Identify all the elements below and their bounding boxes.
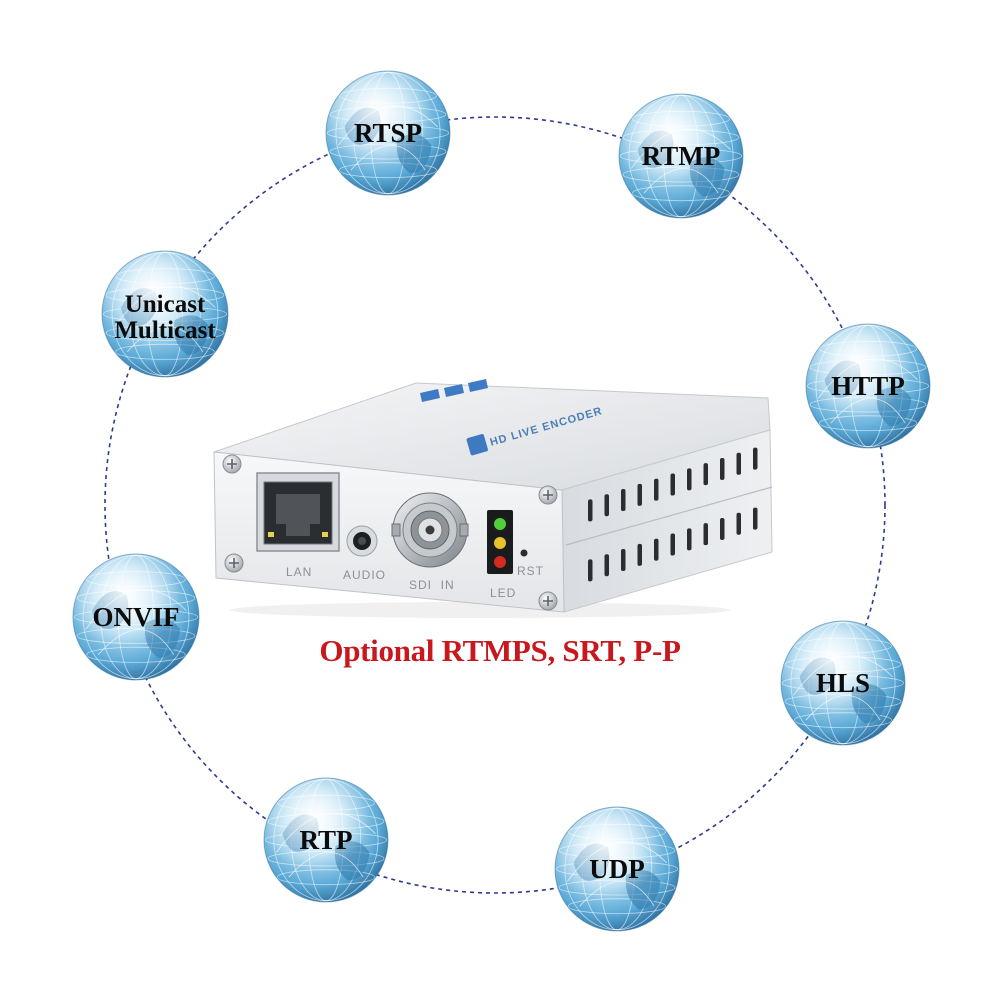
globe-label-line2: Multicast: [114, 317, 216, 344]
globe-rtp: RTP: [263, 777, 389, 903]
screw-icon: [224, 553, 244, 573]
screw-icon: [538, 485, 558, 505]
globe-udp: UDP: [554, 806, 680, 932]
connection-ring: [104, 116, 886, 894]
globe-label: RTMP: [642, 141, 721, 171]
rst-label: RST: [517, 564, 544, 578]
lan-label: LAN: [286, 565, 312, 579]
top-badges: [420, 379, 488, 402]
globe-label: ONVIF: [93, 602, 180, 632]
sdi-in-label: SDI IN: [409, 578, 455, 592]
screw-icon: [222, 454, 242, 474]
led-yellow-icon: [494, 537, 506, 549]
audio-label: AUDIO: [343, 568, 386, 582]
globe-label: HLS: [816, 668, 870, 698]
led-red-icon: [494, 556, 506, 568]
reset-button[interactable]: [520, 549, 528, 557]
globe-hls: HLS: [780, 620, 906, 746]
encoder-device: HD LIVE ENCODER: [213, 379, 773, 618]
vent-slots: [588, 447, 758, 582]
led-panel: [487, 510, 513, 574]
globe-label: RTSP: [354, 118, 422, 148]
led-label: LED: [490, 586, 516, 600]
globe-label: HTTP: [831, 371, 905, 401]
globe-label: RTP: [299, 825, 352, 855]
sdi-bnc-connector: [391, 492, 469, 568]
globe-http: HTTP: [805, 323, 931, 449]
led-green-icon: [494, 518, 506, 530]
globe-rtmp: RTMP: [618, 93, 744, 219]
globe-label: UDP: [589, 854, 645, 884]
caption-text: Optional RTMPS, SRT, P-P: [319, 633, 681, 668]
audio-jack: [346, 525, 378, 557]
lan-port: [256, 472, 340, 552]
globe-label-line1: Unicast: [125, 291, 206, 318]
globe-onvif: ONVIF: [72, 553, 200, 681]
globe-rtsp: RTSP: [325, 70, 451, 196]
screw-icon: [538, 591, 558, 611]
